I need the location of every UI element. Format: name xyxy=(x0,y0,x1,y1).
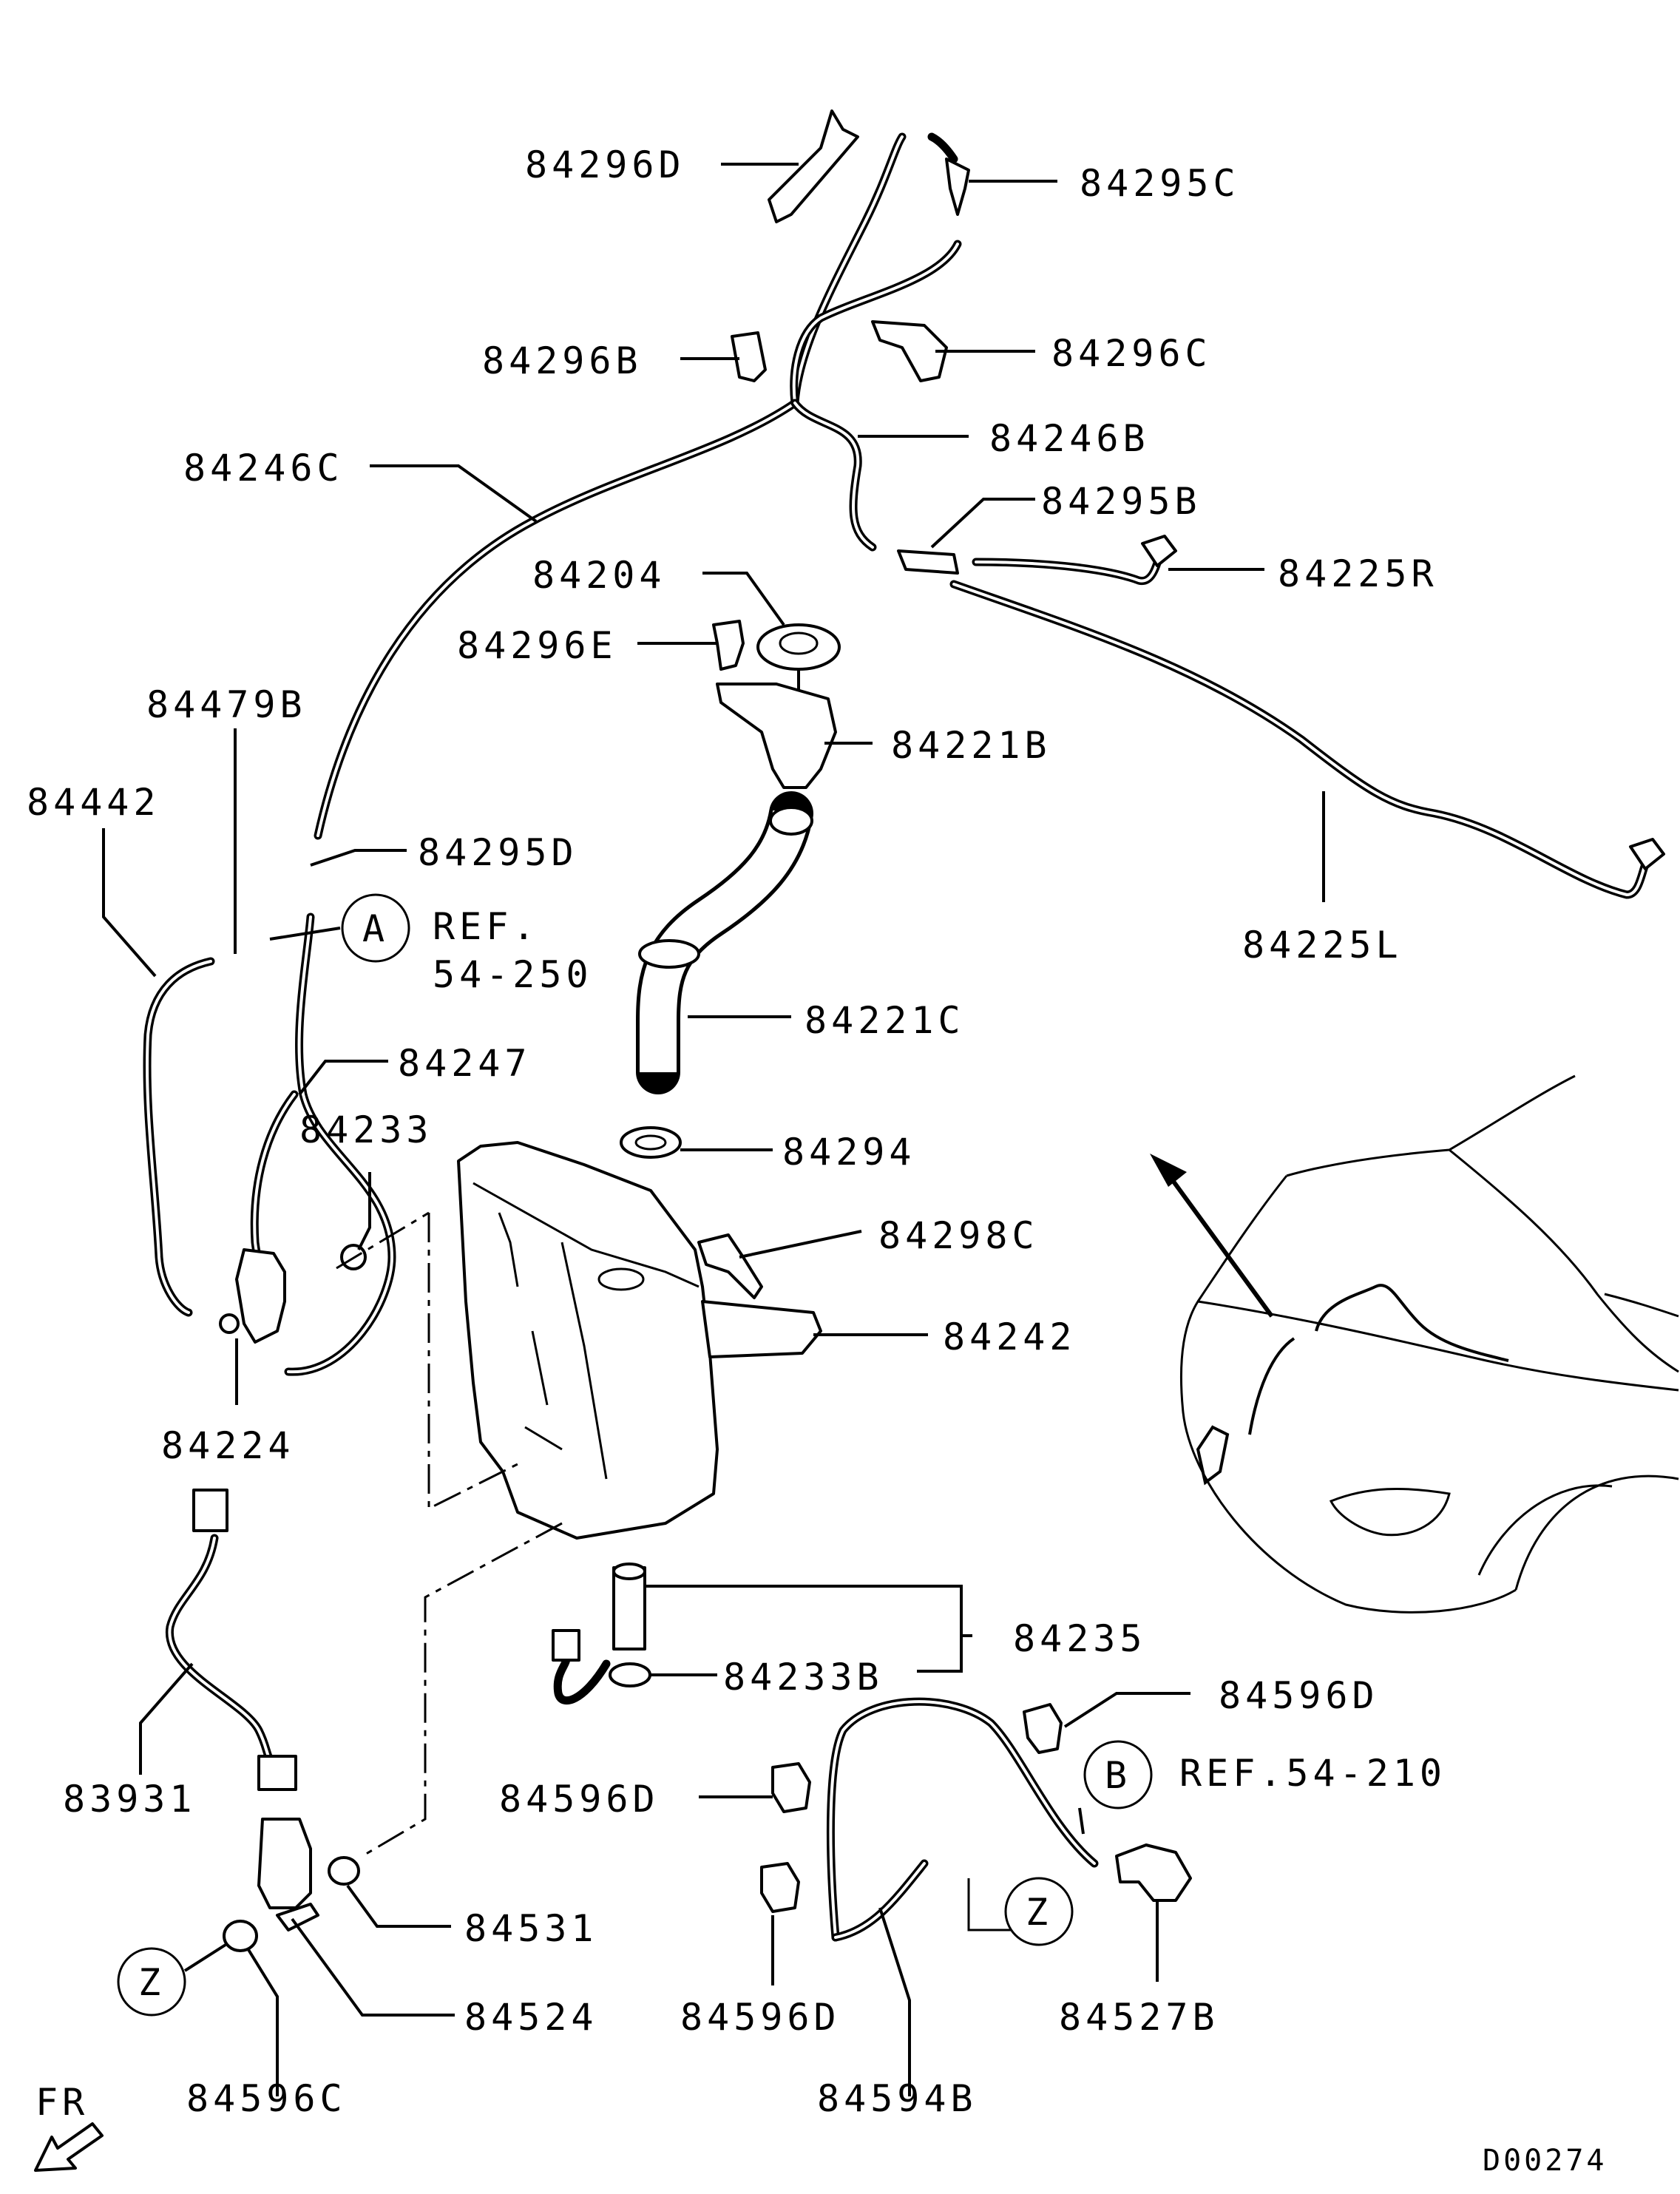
label-84594B: 84594B xyxy=(817,2077,978,2120)
clip-84596D-a xyxy=(1023,1703,1063,1754)
pump-84224 xyxy=(235,1248,286,1344)
label-84479B: 84479B xyxy=(146,683,307,726)
clip-84296E xyxy=(712,620,745,671)
label-83931: 83931 xyxy=(63,1778,197,1821)
dash-dot-lines xyxy=(336,1211,563,1858)
vehicle-location-sketch xyxy=(1150,1074,1679,1614)
label-84524: 84524 xyxy=(464,1996,598,2039)
ref-a-line2: 54-250 xyxy=(433,953,593,996)
label-84295D: 84295D xyxy=(418,831,578,874)
label-84596D-b: 84596D xyxy=(499,1778,660,1821)
filler-neck-84221B xyxy=(716,683,837,789)
front-arrow-icon xyxy=(34,2122,104,2172)
cap-84204 xyxy=(756,623,841,671)
label-84296C: 84296C xyxy=(1051,332,1212,375)
clip-84596D-b xyxy=(771,1762,811,1813)
grommet-84294 xyxy=(620,1126,682,1159)
label-84596C: 84596C xyxy=(186,2077,347,2120)
label-84442: 84442 xyxy=(27,781,160,824)
label-84527B: 84527B xyxy=(1059,1996,1219,2039)
clip-84296C xyxy=(871,320,948,382)
pump-84524 xyxy=(257,1818,312,1909)
label-84221C: 84221C xyxy=(805,999,965,1042)
reservoir-84242 xyxy=(457,1141,719,1540)
label-84296E: 84296E xyxy=(457,624,617,667)
label-84224: 84224 xyxy=(161,1424,295,1467)
callout-z1-circle xyxy=(1004,1877,1074,1946)
label-84225R: 84225R xyxy=(1278,552,1438,595)
callout-b: B xyxy=(1105,1754,1131,1797)
label-84247: 84247 xyxy=(398,1042,532,1085)
label-84246C: 84246C xyxy=(183,447,344,490)
clip-84296D xyxy=(768,109,859,223)
callout-z2: Z xyxy=(138,1961,165,2004)
label-84298C: 84298C xyxy=(878,1214,1039,1257)
connector-83931-top xyxy=(192,1489,228,1532)
callout-z2-circle xyxy=(117,1947,186,2017)
joint-84295B xyxy=(897,549,959,575)
label-84596D-c: 84596D xyxy=(680,1996,841,2039)
label-84233B: 84233B xyxy=(723,1656,884,1699)
label-84242: 84242 xyxy=(943,1316,1077,1358)
label-84296D: 84296D xyxy=(525,143,685,186)
label-84204: 84204 xyxy=(532,554,666,597)
grommet-84233B xyxy=(609,1662,651,1687)
label-84235: 84235 xyxy=(1013,1617,1147,1660)
nozzle-84527B xyxy=(1115,1843,1192,1902)
callout-a: A xyxy=(362,907,389,950)
front-label: FR xyxy=(35,2081,89,2124)
bolt-84298C xyxy=(697,1233,763,1299)
ref-b: REF.54-210 xyxy=(1179,1752,1446,1795)
hose-lines xyxy=(143,132,1653,1942)
callout-z1: Z xyxy=(1026,1891,1052,1934)
connector-83931-bottom xyxy=(257,1755,297,1791)
label-84295C: 84295C xyxy=(1080,162,1240,205)
grommet-84531 xyxy=(328,1856,360,1886)
clip-84296B xyxy=(731,331,767,382)
ref-a-line1: REF. xyxy=(433,905,539,948)
parts xyxy=(192,109,1665,1952)
label-84233: 84233 xyxy=(299,1108,433,1151)
diagram-code: D00274 xyxy=(1483,2144,1608,2178)
clamp-84596C xyxy=(223,1920,258,1952)
label-84294: 84294 xyxy=(782,1131,916,1174)
label-84295B: 84295B xyxy=(1041,480,1202,523)
front-orientation: FR xyxy=(34,2081,104,2172)
label-84531: 84531 xyxy=(464,1907,598,1950)
label-84221B: 84221B xyxy=(891,724,1051,767)
part-labels: 84296D 84295C 84296B 84296C 84246C 84246… xyxy=(27,143,1438,2120)
clip-84596D-c xyxy=(760,1862,800,1913)
nozzle-84225L xyxy=(1629,838,1665,870)
label-84246B: 84246B xyxy=(989,417,1150,460)
callout-b-circle xyxy=(1083,1740,1153,1809)
label-84225L: 84225L xyxy=(1242,924,1403,966)
callout-circles: A B Z Z xyxy=(117,893,1153,2017)
label-84596D-a: 84596D xyxy=(1219,1674,1379,1717)
callout-a-circle xyxy=(341,893,410,963)
nozzle-84225R xyxy=(1141,535,1177,567)
joint-84295C xyxy=(945,158,970,216)
leader-lines xyxy=(102,163,1325,2096)
label-84296B: 84296B xyxy=(482,339,643,382)
